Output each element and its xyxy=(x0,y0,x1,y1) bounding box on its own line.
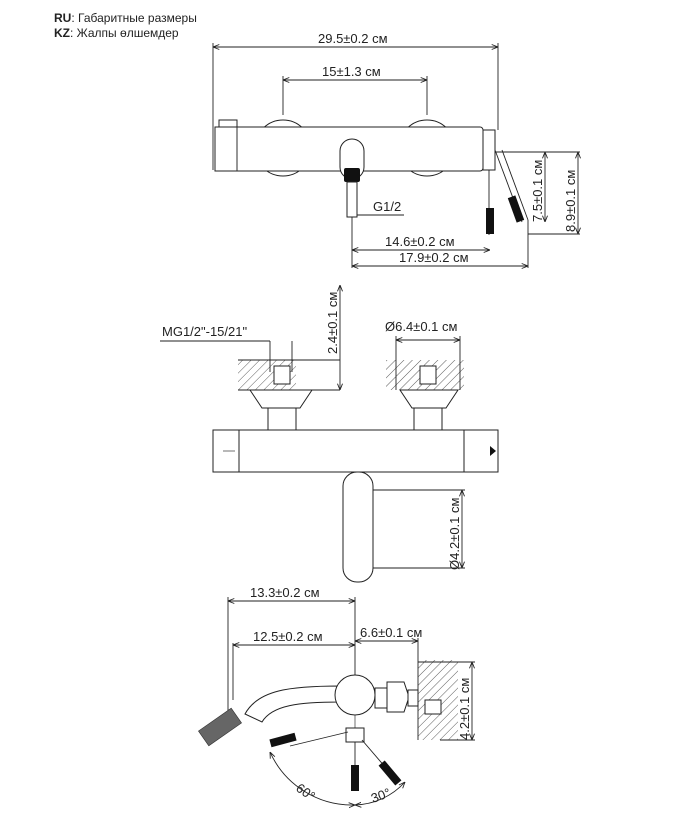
end-tab xyxy=(218,119,238,128)
side-view: 13.3±0.2 см 12.5±0.2 см 6.6±0.1 см 4.2±0… xyxy=(198,585,475,806)
indicator-right xyxy=(490,446,496,456)
side-nut xyxy=(386,681,409,713)
nut-left xyxy=(267,407,297,431)
label-eccentric-depth: 2.4±0.1 см xyxy=(325,292,340,354)
handle-lever-top-2 xyxy=(501,149,529,221)
label-total-height: 8.9±0.1 см xyxy=(563,170,578,232)
label-body-height: 4.2±0.1 см xyxy=(457,678,472,740)
eccentric-left xyxy=(273,365,291,385)
spout-front xyxy=(342,471,374,583)
handle-hub-side xyxy=(345,727,365,743)
label-overall-width: 29.5±0.2 см xyxy=(318,31,388,46)
aerator-top xyxy=(344,168,360,182)
label-inlet-spacing: 15±1.3 см xyxy=(322,64,381,79)
aerator-side xyxy=(198,707,242,747)
label-angle-right: 30° xyxy=(369,785,393,806)
label-eccentric-thread: MG1/2"-15/21" xyxy=(162,324,247,339)
side-flange xyxy=(407,689,419,707)
handle-tip-60 xyxy=(269,732,297,748)
label-spout-diameter: Ø4.2±0.1 см xyxy=(447,497,462,570)
side-eccentric xyxy=(424,699,442,715)
label-angle-left: 60° xyxy=(293,780,318,804)
handle-hub-top xyxy=(482,129,496,171)
label-spout-to-handle: 14.6±0.2 см xyxy=(385,234,455,249)
body-side-circle xyxy=(334,674,376,716)
nut-right xyxy=(413,407,443,431)
handle-tip-vertical xyxy=(486,208,494,234)
label-spout-length: 12.5±0.2 см xyxy=(253,629,323,644)
label-wall-offset: 6.6±0.1 см xyxy=(360,625,422,640)
eccentric-right xyxy=(419,365,437,385)
arc-60 xyxy=(270,752,355,805)
arc-30 xyxy=(355,782,405,805)
flange-right xyxy=(399,389,459,409)
handle-position-60 xyxy=(289,731,349,747)
flange-left xyxy=(249,389,313,409)
ru-code: RU xyxy=(54,11,72,25)
mixer-body-front xyxy=(212,429,499,473)
ru-line: RU: Габаритные размеры xyxy=(54,11,197,26)
handle-tip-0 xyxy=(351,765,359,791)
label-thread: G1/2 xyxy=(373,199,401,214)
side-connector xyxy=(374,687,388,709)
top-view: 29.5±0.2 см 15±1.3 см G1/2 7.5±0.1 см 8 xyxy=(212,31,580,268)
label-spout-reach: 13.3±0.2 см xyxy=(250,585,320,600)
end-cap-left xyxy=(214,126,238,172)
ru-text: : Габаритные размеры xyxy=(71,11,197,25)
spout-neck-top xyxy=(346,181,358,218)
handle-tip-angled xyxy=(507,195,525,223)
label-center-to-handle: 17.9±0.2 см xyxy=(399,250,469,265)
front-view: MG1/2"-15/21" 2.4±0.1 см Ø6.4±0.1 см Ø4.… xyxy=(160,285,499,583)
label-flange-diameter: Ø6.4±0.1 см xyxy=(385,319,458,334)
kz-code: KZ xyxy=(54,26,70,40)
kz-text: : Жалпы өлшемдер xyxy=(70,26,179,40)
handle-tip-30 xyxy=(378,760,402,786)
label-handle-height: 7.5±0.1 см xyxy=(530,160,545,222)
legend-header: RU: Габаритные размеры KZ: Жалпы өлшемде… xyxy=(54,11,197,41)
spout-side xyxy=(244,685,341,723)
kz-line: KZ: Жалпы өлшемдер xyxy=(54,26,197,41)
